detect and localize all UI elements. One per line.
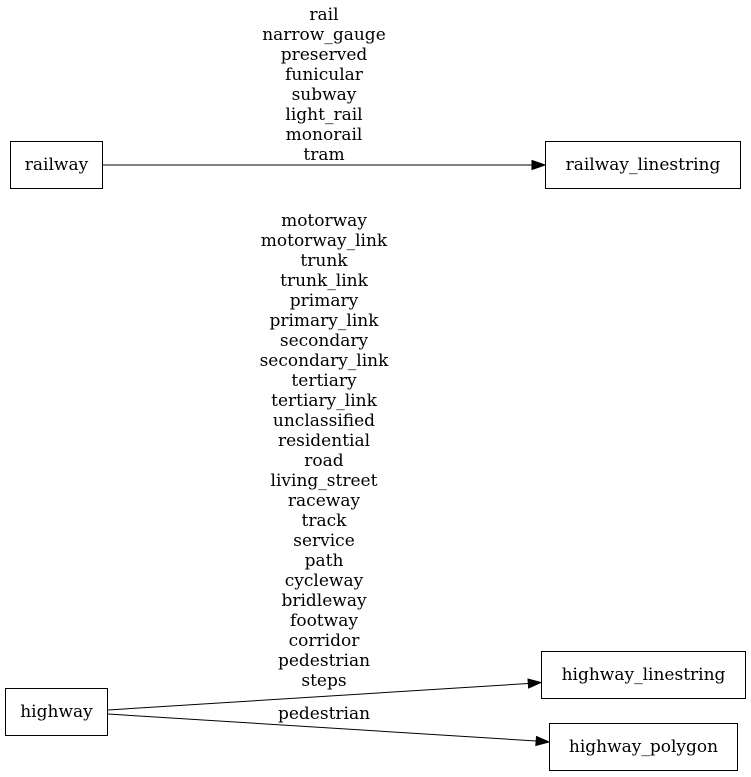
node-railway: railway	[10, 141, 103, 189]
edge-label-line: funicular	[285, 65, 364, 85]
node-label: highway	[20, 702, 93, 722]
edge-label-line: footway	[290, 611, 358, 631]
node-label: railway_linestring	[566, 155, 721, 175]
edge-label-line: bridleway	[281, 591, 367, 611]
edge-label-line: service	[293, 531, 355, 551]
edge-label-line: pedestrian	[278, 704, 370, 724]
edge-line	[107, 713, 537, 742]
edge-label-line: light_rail	[285, 105, 362, 125]
node-box	[549, 723, 738, 771]
edge-label-line: tertiary_link	[271, 391, 377, 411]
edge-label-line: road	[304, 451, 343, 471]
edge-label-line: track	[302, 511, 348, 531]
edge-label-line: trunk_link	[280, 271, 368, 291]
edge-label-highway-polygon: pedestrian	[278, 704, 370, 724]
edge-line	[107, 683, 529, 711]
edge-label-line: preserved	[281, 45, 368, 65]
edge-label-line: living_street	[271, 471, 378, 491]
node-box	[545, 141, 741, 189]
node-highway: highway	[5, 688, 108, 736]
node-label: railway	[25, 155, 89, 175]
edge-label-line: secondary	[280, 331, 369, 351]
edge-label-line: secondary_link	[260, 351, 390, 371]
node-highway-polygon: highway_polygon	[549, 723, 738, 771]
node-railway-linestring: railway_linestring	[545, 141, 741, 189]
edge-label-line: tram	[303, 145, 344, 165]
edge-label-line: motorway	[281, 211, 367, 231]
edge-label-line: monorail	[286, 125, 363, 145]
arrowhead	[527, 678, 543, 689]
edge-label-line: rail	[309, 5, 338, 25]
node-label: highway_polygon	[569, 737, 718, 757]
edge-label-line: narrow_gauge	[262, 25, 386, 45]
edge-label-line: residential	[278, 431, 370, 451]
edge-label-line: steps	[301, 671, 346, 691]
edge-label-line: motorway_link	[261, 231, 388, 251]
edge-label-line: cycleway	[285, 571, 364, 591]
arrowhead	[535, 735, 551, 747]
node-box	[10, 141, 103, 189]
edge-label-line: trunk	[300, 251, 348, 271]
edge-label-line: raceway	[288, 491, 361, 511]
edge-label-line: path	[305, 551, 344, 571]
edge-label-line: corridor	[289, 631, 361, 651]
edge-label-line: subway	[292, 85, 357, 105]
arrowhead	[531, 159, 547, 171]
node-box	[5, 688, 108, 736]
edge-highway-to-highway-polygon: pedestrian	[107, 704, 551, 747]
node-highway-linestring: highway_linestring	[541, 651, 746, 699]
node-label: highway_linestring	[562, 665, 726, 685]
node-box	[541, 651, 746, 699]
edge-label-line: primary	[290, 291, 359, 311]
edge-label-line: pedestrian	[278, 651, 370, 671]
edge-label-line: tertiary	[291, 371, 357, 391]
edge-label-line: primary_link	[269, 311, 379, 331]
edge-label-line: unclassified	[273, 411, 375, 431]
